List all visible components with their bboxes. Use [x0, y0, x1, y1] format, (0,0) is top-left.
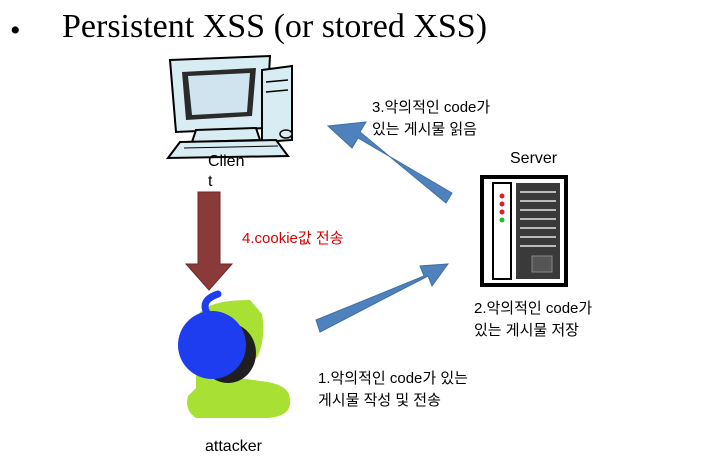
arrow-step3	[326, 121, 453, 204]
client-computer-icon	[165, 54, 293, 160]
server-label: Server	[510, 150, 558, 167]
step1-label: 1.악의적인 code가 있는 게시물 작성 및 전송	[318, 370, 468, 409]
attacker-label: attacker	[205, 438, 262, 455]
step4-label: 4.cookie값 전송	[242, 230, 344, 247]
client-label: Clien t	[208, 153, 245, 190]
step3-label: 3.악의적인 code가 있는 게시물 읽음	[372, 99, 491, 138]
arrow-step4	[184, 191, 234, 291]
arrow-step1	[315, 263, 450, 333]
step2-label: 2.악의적인 code가 있는 게시물 저장	[474, 300, 593, 339]
attacker-icon	[178, 290, 291, 418]
server-icon	[480, 175, 568, 287]
slide-title: Persistent XSS (or stored XSS)	[62, 8, 488, 45]
bullet-marker: •	[10, 14, 21, 47]
